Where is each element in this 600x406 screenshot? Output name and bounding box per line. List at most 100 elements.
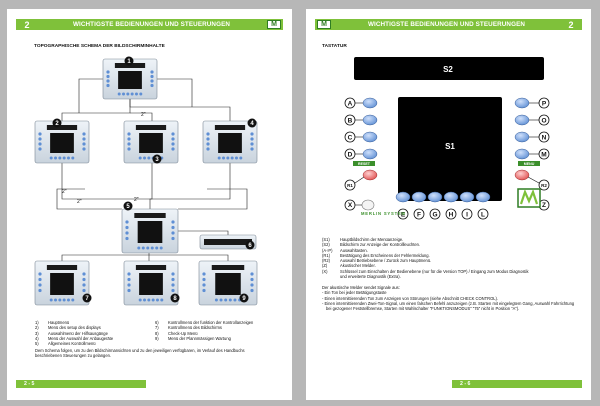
legend-item: (R1)Bestätigung des Erscheinens der Fehl… — [322, 252, 430, 258]
node-label: 8 — [173, 296, 177, 302]
node-label: 6 — [248, 243, 252, 249]
key-label: E — [401, 211, 406, 218]
legend-item: 7)Kontrollmenü des Bildschirms — [155, 325, 222, 331]
menu-key — [514, 169, 530, 181]
key-d: D — [344, 148, 378, 160]
legend-right: 6)Kontrollmenü der funktion der Kontroll… — [155, 320, 253, 341]
node-badge: 1 — [124, 56, 134, 66]
key-b: B — [344, 114, 378, 126]
key-label: A — [348, 100, 353, 107]
key-m: M — [514, 148, 550, 160]
legend-item: (A÷P)Auswahltasten. — [322, 247, 368, 253]
right-page-header: M WICHTIGSTE BEDIENUNGEN UND STEUERUNGEN… — [315, 19, 582, 30]
legend-item: 4)Menü der Auswahl der Anbaugeräte — [35, 335, 114, 341]
connector-label: 2" — [141, 112, 146, 118]
brand-text: MERLIN SYSTEM — [361, 211, 406, 216]
chapter-number: 2 — [24, 19, 30, 30]
description-text: Dem Schema folgen, um zu den Bildschirma… — [35, 348, 245, 359]
page-footer: 2 - 5 — [16, 380, 146, 388]
page-number: 2 - 6 — [460, 381, 471, 387]
screen-s1 — [398, 97, 502, 201]
node-label: 1 — [127, 59, 131, 65]
key-c: C — [344, 131, 378, 143]
key-label: B — [348, 117, 353, 124]
menu-screen-panel — [34, 120, 90, 164]
menu-badge — [518, 161, 540, 166]
node-badge: 6 — [245, 240, 255, 250]
merlo-logo-icon: M — [267, 20, 281, 29]
node-badge: 4 — [247, 118, 257, 128]
legend-item: 9)Menü der Plannmässigen Wartung — [155, 335, 231, 341]
menu-screen-panel — [123, 260, 179, 306]
signals-block: Der akustische Melder sendet Signale aus… — [322, 285, 577, 311]
key-h: H — [443, 191, 459, 220]
node-label: 7 — [85, 296, 89, 302]
key-label: G — [432, 211, 437, 218]
keyboard-legend: (S1)Hauptbildschirm der Menüanzeige. (S2… — [322, 237, 529, 279]
connector-label: 2" — [62, 189, 67, 195]
reset-badge — [353, 161, 375, 166]
key-label: I — [466, 211, 468, 218]
screen-s1-label: S1 — [445, 142, 455, 151]
menu-label: MENU — [524, 162, 535, 166]
legend-item: 8)Check-Up Menü — [155, 330, 198, 336]
key-label: M — [541, 151, 546, 158]
r1-label: R1 — [347, 183, 353, 188]
node-badge: 8 — [170, 293, 180, 303]
key-label: L — [481, 211, 485, 218]
legend-item: 1)Hauptmenü — [35, 320, 70, 325]
signal-item: - Ein Ton bei jeder Betätigungstaste — [322, 290, 387, 296]
node-label: 9 — [242, 296, 246, 302]
legend-item: und erweiterte Diagnostik (Extra). — [340, 274, 401, 280]
key-f: F — [411, 191, 427, 220]
header-title: WICHTIGSTE BEDIENUNGEN UND STEUERUNGEN — [72, 21, 231, 28]
key-label: O — [541, 117, 546, 124]
screen-s2 — [354, 57, 544, 80]
right-page: M WICHTIGSTE BEDIENUNGEN UND STEUERUNGEN… — [306, 9, 591, 400]
legend-item: 5)Allgemeines Kontrollmenü — [35, 341, 96, 347]
node-label: 2 — [55, 121, 59, 127]
node-badge: 7 — [82, 293, 92, 303]
connector-label: 2" — [77, 199, 82, 205]
legend-item: 2)Menü des setup des displays — [35, 325, 101, 331]
node-label: 4 — [250, 121, 254, 127]
menu-screen-panel — [202, 120, 258, 164]
key-label: F — [417, 211, 421, 218]
z-label: Z — [542, 202, 546, 209]
node-badge: 2 — [52, 118, 62, 128]
page-number: 2 - 5 — [24, 381, 35, 387]
legend-item: (S1)Hauptbildschirm der Menüanzeige. — [322, 237, 404, 242]
legend-item: (R2)Auswahl Betriebsebene / Zurück zum H… — [322, 258, 432, 264]
reset-key — [362, 169, 378, 181]
screen-s2-label: S2 — [443, 65, 453, 74]
r2-label: R2 — [541, 183, 547, 188]
key-switch-x — [361, 199, 375, 211]
signals-intro: Der akustische Melder sendet Signale aus… — [322, 285, 400, 290]
section-title: TOPOGRAPHISCHE SCHEMA DER BILDSCHIRMINHA… — [34, 44, 165, 49]
node-label: 3 — [155, 157, 159, 163]
chapter-number: 2 — [568, 19, 574, 30]
legend-item: (Z)Akustischer Melder. — [322, 263, 376, 269]
signal-item: - Einen intermittierenden Zwei-Ton-Signa… — [322, 300, 575, 312]
connector-label: 2" — [134, 197, 139, 203]
key-n: N — [514, 131, 550, 143]
legend-item: (S2)Bildschirm zur Anzeige der Kontrolll… — [322, 242, 421, 248]
left-page-header: 2 WICHTIGSTE BEDIENUNGEN UND STEUERUNGEN… — [16, 19, 283, 30]
legend-left: 1)Hauptmenü 2)Menü des setup des display… — [35, 320, 113, 346]
merlo-logo-icon — [517, 188, 541, 208]
section-title: TASTATUR — [322, 44, 347, 49]
legend-item: 3)Auswahlmenü der Hilfsausgänge — [35, 330, 108, 336]
node-badge: 3 — [152, 154, 162, 164]
x-label: X — [348, 202, 353, 209]
menu-screen-panel — [34, 260, 90, 306]
key-e: E — [395, 191, 411, 220]
reset-label: RESET — [358, 162, 371, 166]
key-label: P — [542, 100, 547, 107]
header-title: WICHTIGSTE BEDIENUNGEN UND STEUERUNGEN — [367, 21, 526, 28]
menu-screen-panel — [121, 208, 179, 254]
page-footer: 2 - 6 — [452, 380, 582, 388]
legend-item: (X)Schlüssel zum Einschalten der Bediene… — [322, 268, 529, 274]
menu-screen-panel — [102, 58, 158, 100]
